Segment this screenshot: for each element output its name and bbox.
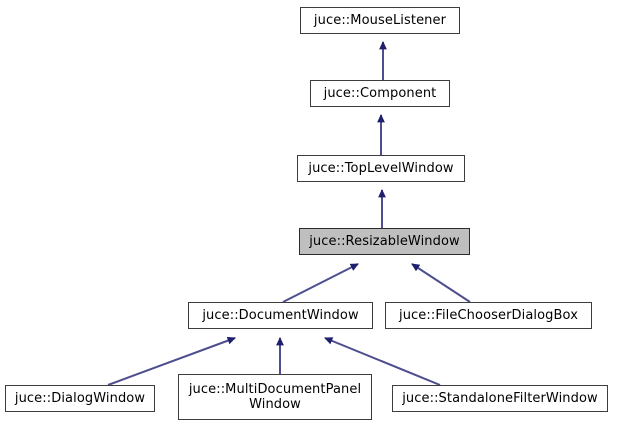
node-label-resizable-window: juce::ResizableWindow bbox=[309, 234, 460, 249]
node-label-dialog-window: juce::DialogWindow bbox=[14, 391, 146, 406]
node-top-level-window[interactable]: juce::TopLevelWindow bbox=[297, 155, 465, 182]
edge-documentwindow-to-resizablewindow bbox=[282, 263, 359, 303]
node-component[interactable]: juce::Component bbox=[310, 80, 450, 107]
node-label-component: juce::Component bbox=[323, 86, 437, 101]
node-label-top-level-window: juce::TopLevelWindow bbox=[308, 161, 454, 176]
node-label-file-chooser-dialog-box: juce::FileChooserDialogBox bbox=[398, 308, 579, 323]
node-label-document-window: juce::DocumentWindow bbox=[202, 308, 359, 323]
edge-filechooserdialogbox-to-resizablewindow bbox=[411, 263, 471, 303]
node-multi-document-panel-window[interactable]: juce::MultiDocumentPanel Window bbox=[178, 374, 372, 420]
node-document-window[interactable]: juce::DocumentWindow bbox=[188, 302, 373, 329]
node-label-multi-document-panel-window: juce::MultiDocumentPanel Window bbox=[188, 382, 362, 412]
node-resizable-window[interactable]: juce::ResizableWindow bbox=[299, 228, 470, 255]
node-standalone-filter-window[interactable]: juce::StandaloneFilterWindow bbox=[392, 385, 608, 412]
node-label-mouse-listener: juce::MouseListener bbox=[313, 13, 447, 28]
node-dialog-window[interactable]: juce::DialogWindow bbox=[5, 385, 155, 412]
node-label-standalone-filter-window: juce::StandaloneFilterWindow bbox=[402, 391, 598, 406]
node-mouse-listener[interactable]: juce::MouseListener bbox=[300, 7, 460, 34]
node-file-chooser-dialog-box[interactable]: juce::FileChooserDialogBox bbox=[385, 302, 592, 329]
